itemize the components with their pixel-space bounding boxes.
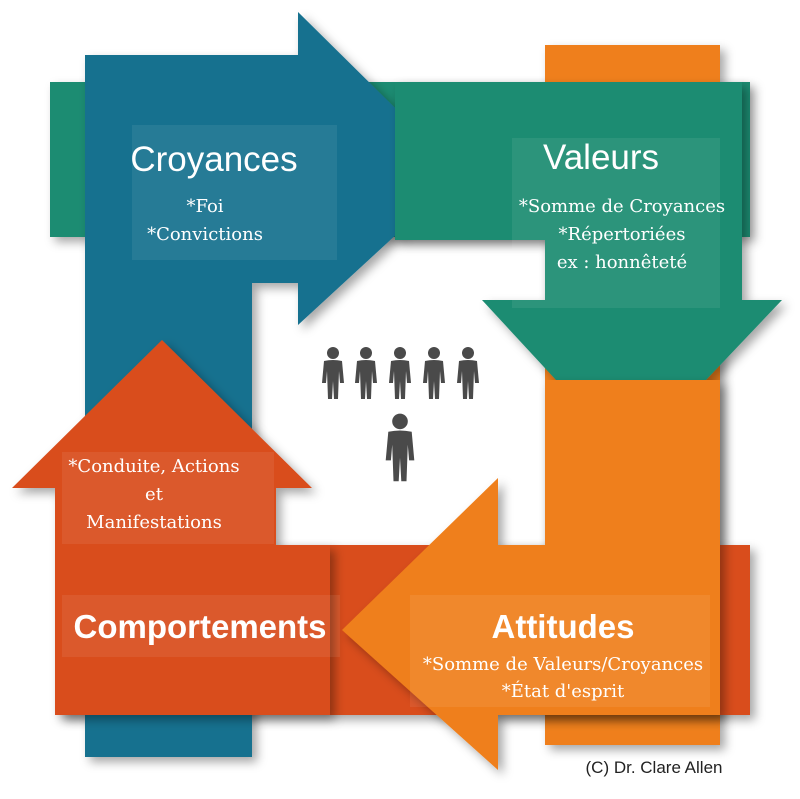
attitudes-line: *État d'esprit <box>502 679 625 702</box>
comportements-title-panel <box>62 595 340 657</box>
single-person <box>385 413 415 482</box>
person-icon <box>457 347 479 399</box>
valeurs-line: *Somme de Croyances <box>519 196 725 217</box>
comportements-line: Manifestations <box>86 512 222 533</box>
croyances-title: Croyances <box>130 140 297 179</box>
comportements-line: et <box>145 484 164 505</box>
attitudes-arrow <box>342 380 720 770</box>
comportements-title: Comportements <box>73 608 326 645</box>
comportements-panel <box>62 452 274 544</box>
person-icon <box>355 347 377 399</box>
comportements-line: *Conduite, Actions <box>68 456 239 477</box>
attitudes-line: *Somme de Valeurs/Croyances <box>423 654 703 675</box>
comportements-arrow <box>12 340 330 715</box>
croyances-line: *Foi <box>186 196 223 217</box>
croyances-line: *Convictions <box>147 224 263 245</box>
valeurs-title: Valeurs <box>543 138 659 177</box>
person-icon <box>322 347 344 399</box>
people-group <box>322 347 479 399</box>
person-icon <box>389 347 411 399</box>
valeurs-panel <box>512 138 720 308</box>
valeurs-line: ex : honnêteté <box>557 252 687 273</box>
attitudes-title: Attitudes <box>492 608 635 645</box>
person-icon <box>385 413 415 482</box>
person-icon <box>423 347 445 399</box>
credit-text: (C) Dr. Clare Allen <box>586 758 723 777</box>
valeurs-arrow <box>395 82 782 460</box>
valeurs-line: *Répertoriées <box>559 224 686 245</box>
attitudes-panel <box>410 595 710 707</box>
croyances-panel <box>132 125 337 260</box>
